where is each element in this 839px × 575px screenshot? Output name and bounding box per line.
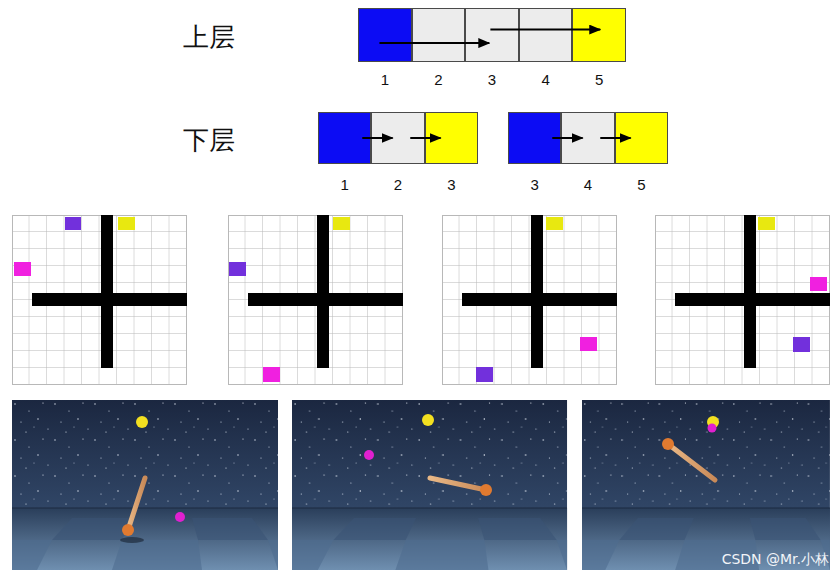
watermark: CSDN @Mr.小林	[722, 551, 829, 569]
arrow	[552, 137, 582, 139]
grid-cell: 3	[425, 112, 478, 164]
arrow	[410, 137, 440, 139]
grid-cell: 2	[412, 8, 466, 62]
arrow	[600, 137, 630, 139]
cell-number: 2	[413, 71, 465, 89]
cell-number: 4	[520, 71, 572, 89]
arrow	[490, 29, 600, 31]
cell-number: 2	[372, 176, 423, 194]
cell-number: 5	[616, 176, 667, 194]
layer-label: 下层	[183, 123, 235, 158]
cell-number: 1	[359, 71, 411, 89]
grid-cell: 1	[358, 8, 412, 62]
cell-number: 3	[509, 176, 560, 194]
cell-number: 3	[466, 71, 518, 89]
grid-cell: 4	[519, 8, 573, 62]
grid-cell: 3	[465, 8, 519, 62]
grid-cell: 5	[572, 8, 626, 62]
arrow	[362, 137, 392, 139]
layer-label: 上层	[183, 20, 235, 55]
cell-number: 3	[426, 176, 477, 194]
grid-cell: 2	[371, 112, 424, 164]
grid-cell: 4	[561, 112, 614, 164]
cell-number: 4	[562, 176, 613, 194]
arrow	[379, 42, 489, 44]
grid-cell: 5	[615, 112, 668, 164]
grid-cell: 3	[508, 112, 561, 164]
cell-number: 1	[319, 176, 370, 194]
cell-number: 5	[573, 71, 625, 89]
grid-cell: 1	[318, 112, 371, 164]
